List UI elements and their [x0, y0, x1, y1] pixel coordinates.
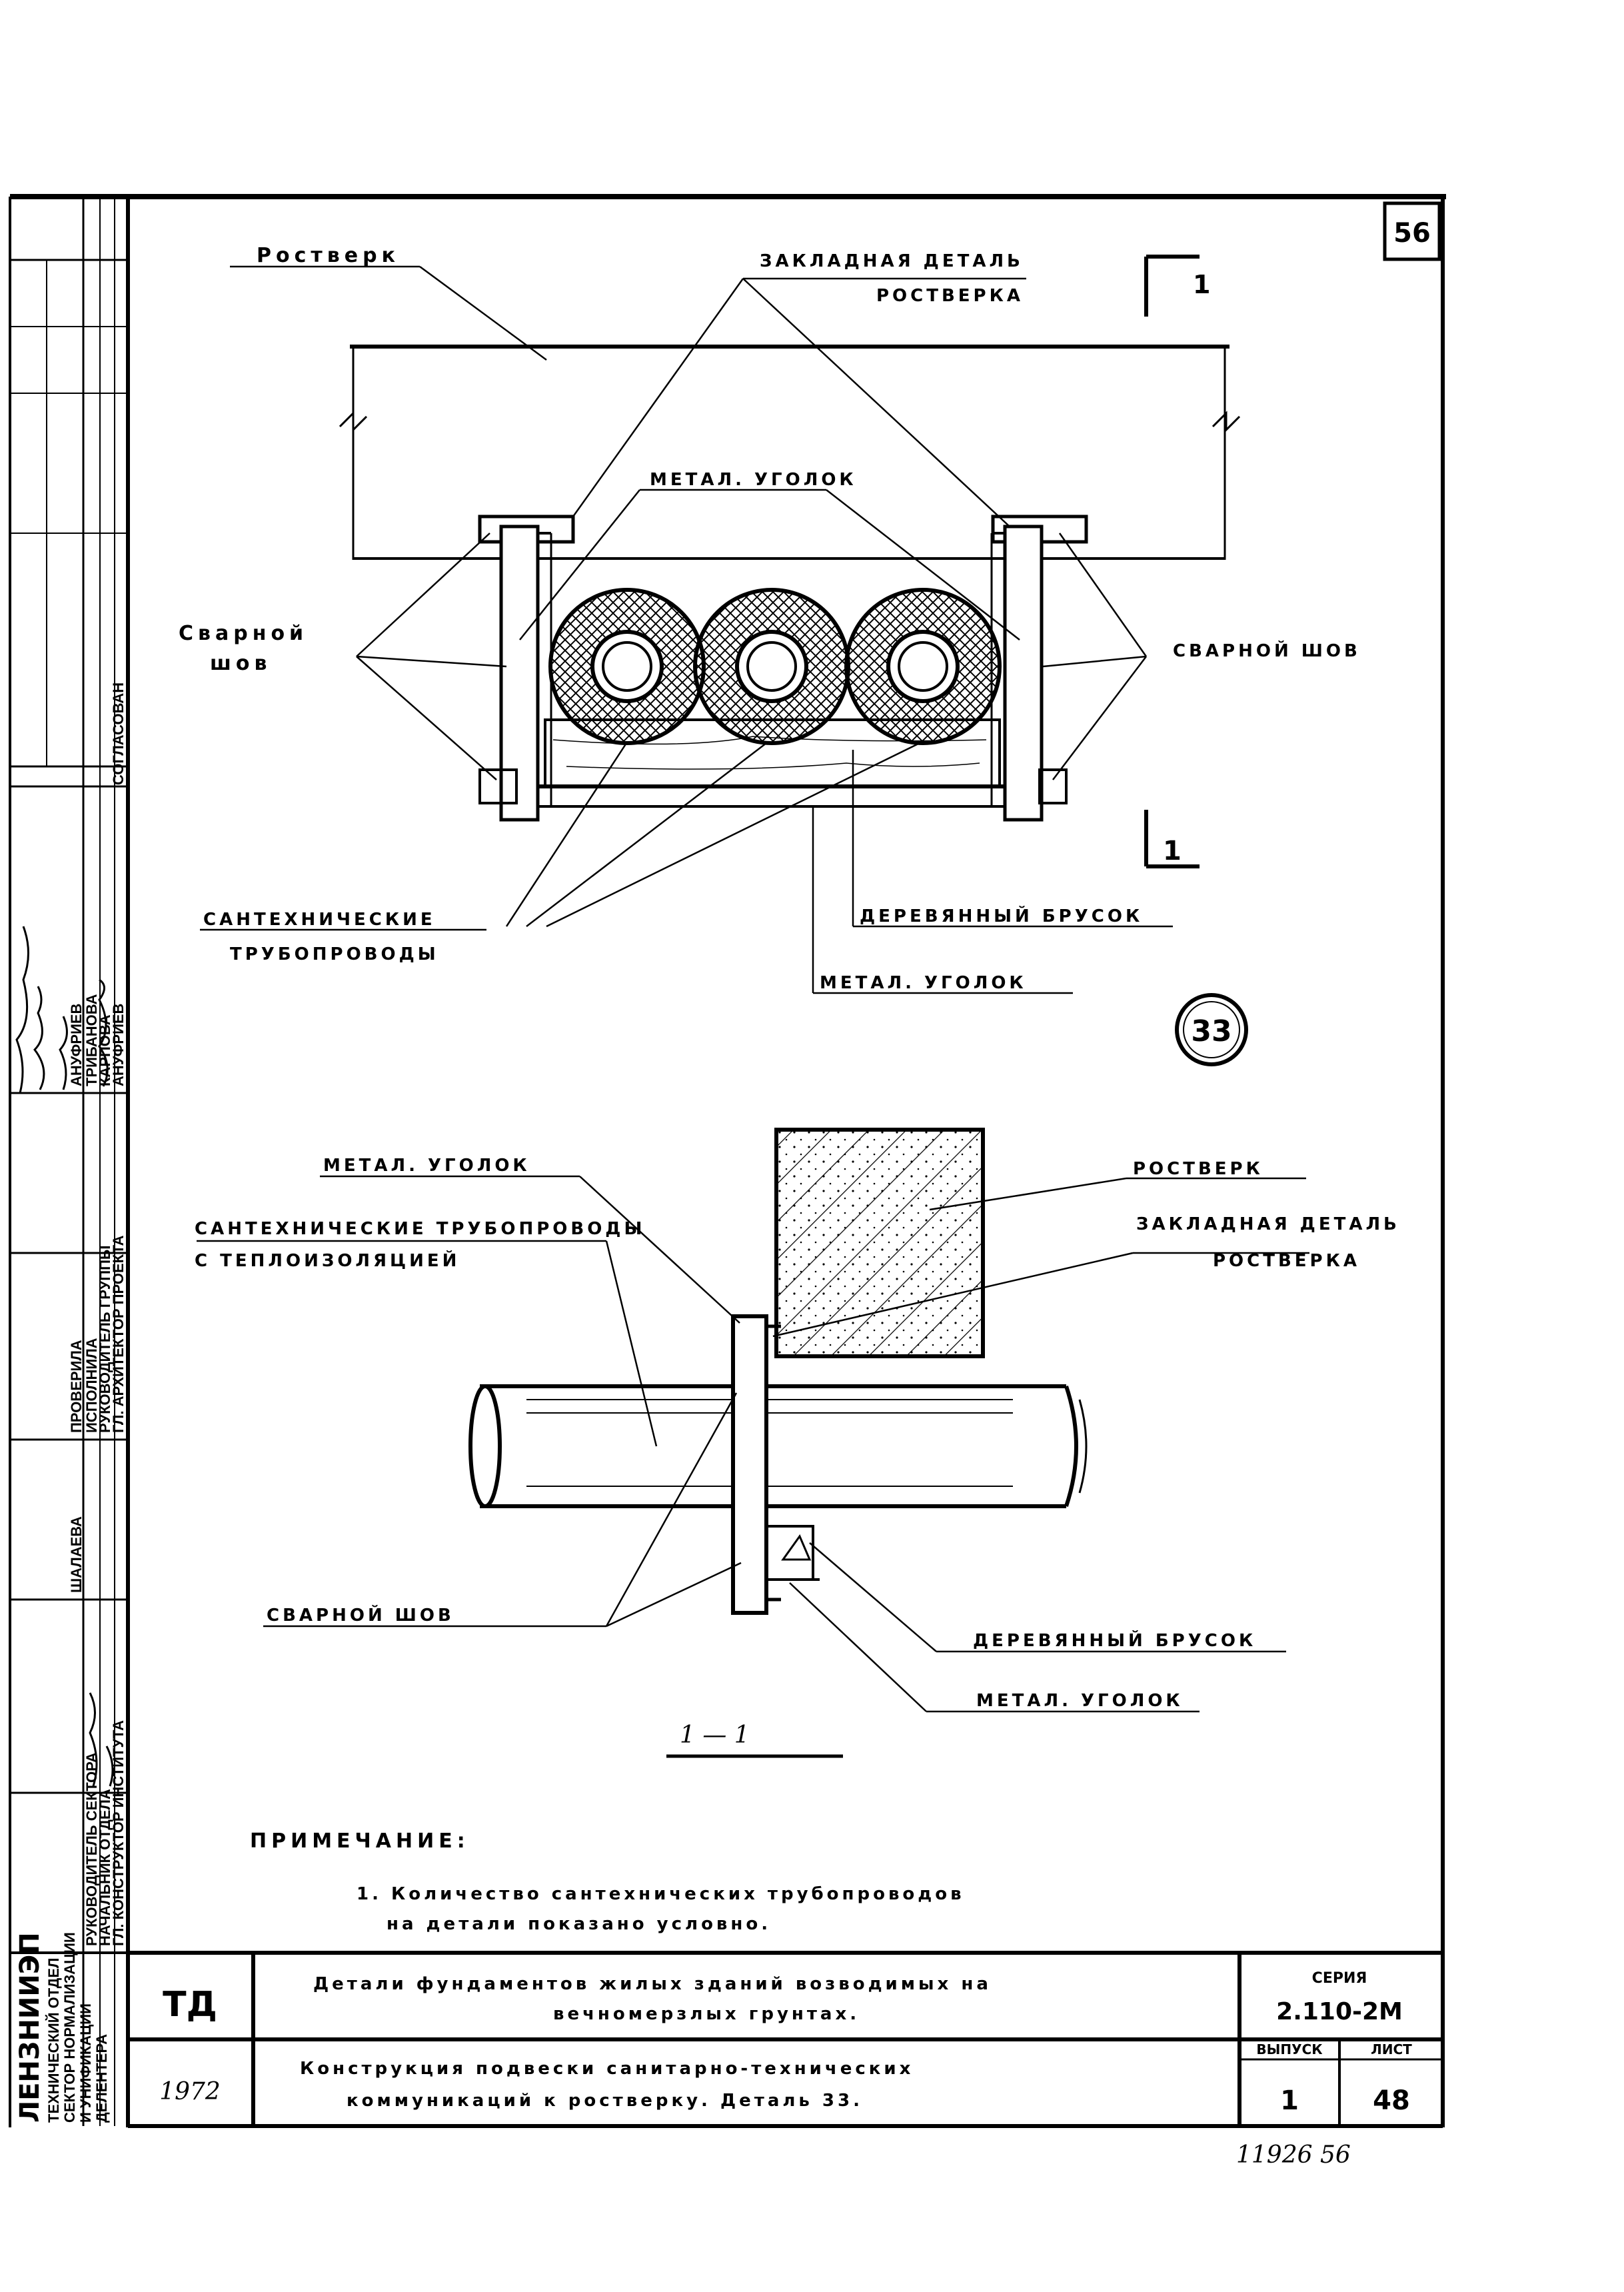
label-zaklad-2: РОСТВЕРКА — [876, 286, 1024, 306]
org-line-2: ТЕХНИЧЕСКИЙ ОТДЕЛ — [45, 1958, 62, 2123]
stamp-number: 11926 56 — [1236, 2141, 1351, 2169]
stamp-role-7: ПРОВЕРИЛА — [68, 1340, 85, 1433]
pipe-3 — [844, 588, 1002, 745]
org-line-3: СЕКТОР НОРМАЛИЗАЦИИ — [61, 1932, 78, 2123]
title-block — [128, 1951, 1443, 2126]
label-svarnoy-left-2: шов — [210, 652, 271, 675]
seriya-value: 2.110-2М — [1276, 1998, 1403, 2025]
stamp-name-1: АНУФРИЕВ — [110, 1004, 127, 1086]
left-stamp-strip — [10, 197, 128, 2126]
org-name: ЛЕНЗНИИЭП — [15, 1932, 45, 2123]
stamp-role-2: НАЧАЛЬНИК ОТДЕЛА — [97, 1789, 113, 1946]
list-value: 48 — [1373, 2085, 1410, 2116]
label-svarnoy-right: СВАРНОЙ ШОВ — [1173, 640, 1361, 661]
vypusk-value: 1 — [1280, 2085, 1299, 2116]
label-svarnoy-left-1: Сварной — [179, 622, 308, 645]
section-title: 1 — 1 — [680, 1721, 750, 1749]
stamp-role-5: РУКОВОДИТЕЛЬ ГРУППЫ — [97, 1246, 113, 1433]
year: 1972 — [159, 2078, 221, 2105]
section-mark-top: 1 — [1193, 270, 1210, 299]
vypusk-label: ВЫПУСК — [1256, 2041, 1323, 2057]
label-brusok-plan: ДЕРЕВЯННЫЙ БРУСОК — [860, 905, 1143, 926]
note-heading: ПРИМЕЧАНИЕ: — [250, 1829, 470, 1853]
label-sec-santeh-2: С ТЕПЛОИЗОЛЯЦИЕЙ — [195, 1250, 460, 1271]
label-santeh-2: ТРУБОПРОВОДЫ — [230, 944, 439, 964]
stamp-col-header: СОГЛАСОВАН — [110, 682, 127, 785]
section-labels: МЕТАЛ. УГОЛОК САНТЕХНИЧЕСКИЕ ТРУБОПРОВОД… — [195, 1156, 1400, 1749]
note-line-1: 1. Количество сантехнических трубопровод… — [357, 1884, 965, 1904]
stamp-name-4: АНУФРИЕВ — [68, 1004, 85, 1086]
plan-labels: Ростверк ЗАКЛАДНАЯ ДЕТАЛЬ РОСТВЕРКА 1 МЕ… — [179, 244, 1361, 993]
pipe-2 — [693, 588, 850, 745]
pipe-1 — [548, 588, 706, 745]
org-line-4: И УНИФИКАЦИИ — [77, 2003, 94, 2123]
label-rostverk: Ростверк — [257, 244, 400, 267]
org-line-5: ДЕЛЕНТЕРА — [93, 2034, 110, 2123]
title-line-4: коммуникаций к ростверку. Деталь 33. — [347, 2091, 863, 2111]
label-sec-santeh-1: САНТЕХНИЧЕСКИЕ ТРУБОПРОВОДЫ — [195, 1219, 645, 1239]
label-metal-ugolok-bottom: МЕТАЛ. УГОЛОК — [820, 973, 1027, 993]
section-mark-bottom: 1 — [1163, 836, 1182, 866]
corner-number-box: 56 — [1383, 201, 1441, 261]
title-line-1: Детали фундаментов жилых зданий возводим… — [313, 1974, 992, 1994]
plan-view — [200, 255, 1241, 994]
label-sec-rostverk: РОСТВЕРК — [1133, 1159, 1263, 1179]
label-sec-zaklad-2: РОСТВЕРКА — [1213, 1251, 1360, 1271]
stamp-role-4: ГЛ. АРХИТЕКТОР ПРОЕКТА — [110, 1235, 127, 1433]
title-block-text: ТД 1972 Детали фундаментов жилых зданий … — [159, 1970, 1412, 2169]
detail-number-circle: 33 — [1175, 993, 1248, 1066]
title-line-2: вечномерзлых грунтах. — [553, 2004, 860, 2024]
td-code: ТД — [163, 1985, 217, 2025]
detail-number: 33 — [1191, 1014, 1231, 1048]
label-sec-metal-ugolok-bottom: МЕТАЛ. УГОЛОК — [976, 1691, 1184, 1711]
note-line-2: на детали показано условно. — [387, 1914, 771, 1934]
label-sec-metal-ugolok: МЕТАЛ. УГОЛОК — [323, 1156, 530, 1176]
stamp-role-3: РУКОВОДИТЕЛЬ СЕКТОРА — [83, 1752, 100, 1946]
stamp-role-6: ИСПОЛНИЛА — [83, 1338, 100, 1433]
label-sec-brusok: ДЕРЕВЯННЫЙ БРУСОК — [973, 1630, 1256, 1651]
sheet-frame — [9, 194, 1446, 2128]
label-zaklad-1: ЗАКЛАДНАЯ ДЕТАЛЬ — [760, 251, 1024, 271]
title-line-3: Конструкция подвески санитарно-техническ… — [300, 2059, 914, 2079]
stamp-name-3: ТРИБАНОВА — [83, 994, 100, 1086]
list-label: ЛИСТ — [1371, 2041, 1412, 2057]
stamp-name-0: ШАЛАЕВА — [68, 1516, 85, 1593]
label-santeh-1: САНТЕХНИЧЕСКИЕ — [203, 910, 436, 930]
seriya-label: СЕРИЯ — [1312, 1970, 1367, 1987]
section-view — [197, 1128, 1309, 1758]
corner-number: 56 — [1393, 218, 1431, 249]
note: ПРИМЕЧАНИЕ: 1. Количество сантехнических… — [250, 1829, 965, 1934]
left-stamp-text: СОГЛАСОВАН АНУФРИЕВ КАРПОВА ТРИБАНОВА АН… — [15, 682, 127, 2123]
label-metal-ugolok-top: МЕТАЛ. УГОЛОК — [650, 470, 857, 490]
label-sec-zaklad-1: ЗАКЛАДНАЯ ДЕТАЛЬ — [1136, 1214, 1400, 1234]
stamp-role-1: ГЛ. КОНСТРУКТОР ИНСТИТУТА — [110, 1720, 127, 1946]
signatures — [15, 926, 114, 1787]
label-sec-svarnoy: СВАРНОЙ ШОВ — [267, 1604, 454, 1626]
